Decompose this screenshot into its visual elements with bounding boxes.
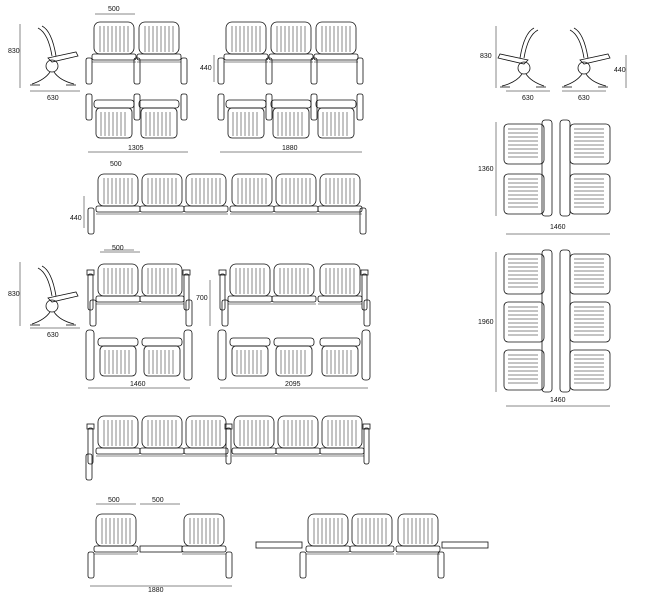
two-seat-arms-front: 500	[86, 245, 193, 327]
dim-700: 700	[196, 295, 208, 302]
dim-500-e: 500	[152, 497, 164, 504]
dim-2095: 2095	[285, 381, 301, 388]
dim-440-a: 440	[200, 65, 212, 72]
dim-500-b: 500	[110, 161, 122, 168]
dim-1305: 1305	[128, 145, 144, 152]
three-seat-arms-front: 700	[196, 263, 371, 327]
back-to-back-side: 830 440 630 630	[480, 26, 627, 102]
dim-500-c: 500	[112, 245, 124, 252]
dim-440-b: 440	[614, 67, 626, 74]
dim-630-c: 630	[578, 95, 590, 102]
dim-1960: 1960	[478, 319, 494, 326]
six-seat-arms-front	[85, 415, 371, 481]
back-to-back-top-3: 1960 1460	[478, 249, 611, 407]
two-seat-top: 1305	[85, 93, 188, 153]
three-seat-top: 1880	[217, 93, 364, 153]
dim-1460-c: 1460	[550, 397, 566, 404]
dim-1460-a: 1460	[550, 224, 566, 231]
six-seat-front: 500 440	[70, 161, 367, 251]
dim-500-a: 500	[108, 6, 120, 13]
dim-830-b: 830	[480, 53, 492, 60]
three-seats-side-tables	[255, 513, 489, 579]
dim-500-d: 500	[108, 497, 120, 504]
two-seat-front: 500	[85, 6, 188, 85]
two-seat-arms-top: 1460	[85, 329, 193, 389]
three-seat-front: 440	[200, 21, 364, 85]
dim-1360: 1360	[478, 166, 494, 173]
side-view-1: 830 630	[8, 24, 80, 102]
two-seats-with-table: 500 500 1880	[87, 497, 233, 594]
dim-630-a: 630	[47, 95, 59, 102]
side-view-2: 830 630	[8, 262, 80, 339]
dim-830-a: 830	[8, 48, 20, 55]
dim-1880-a: 1880	[282, 145, 298, 152]
dim-630-b: 630	[522, 95, 534, 102]
back-to-back-top-2: 1360 1460	[478, 119, 611, 235]
dim-830-c: 830	[8, 291, 20, 298]
dim-440-c: 440	[70, 215, 82, 222]
dim-1880-b: 1880	[148, 587, 164, 594]
dim-1460-b: 1460	[130, 381, 146, 388]
three-seat-arms-top: 2095	[217, 329, 371, 389]
dim-630-d: 630	[47, 332, 59, 339]
